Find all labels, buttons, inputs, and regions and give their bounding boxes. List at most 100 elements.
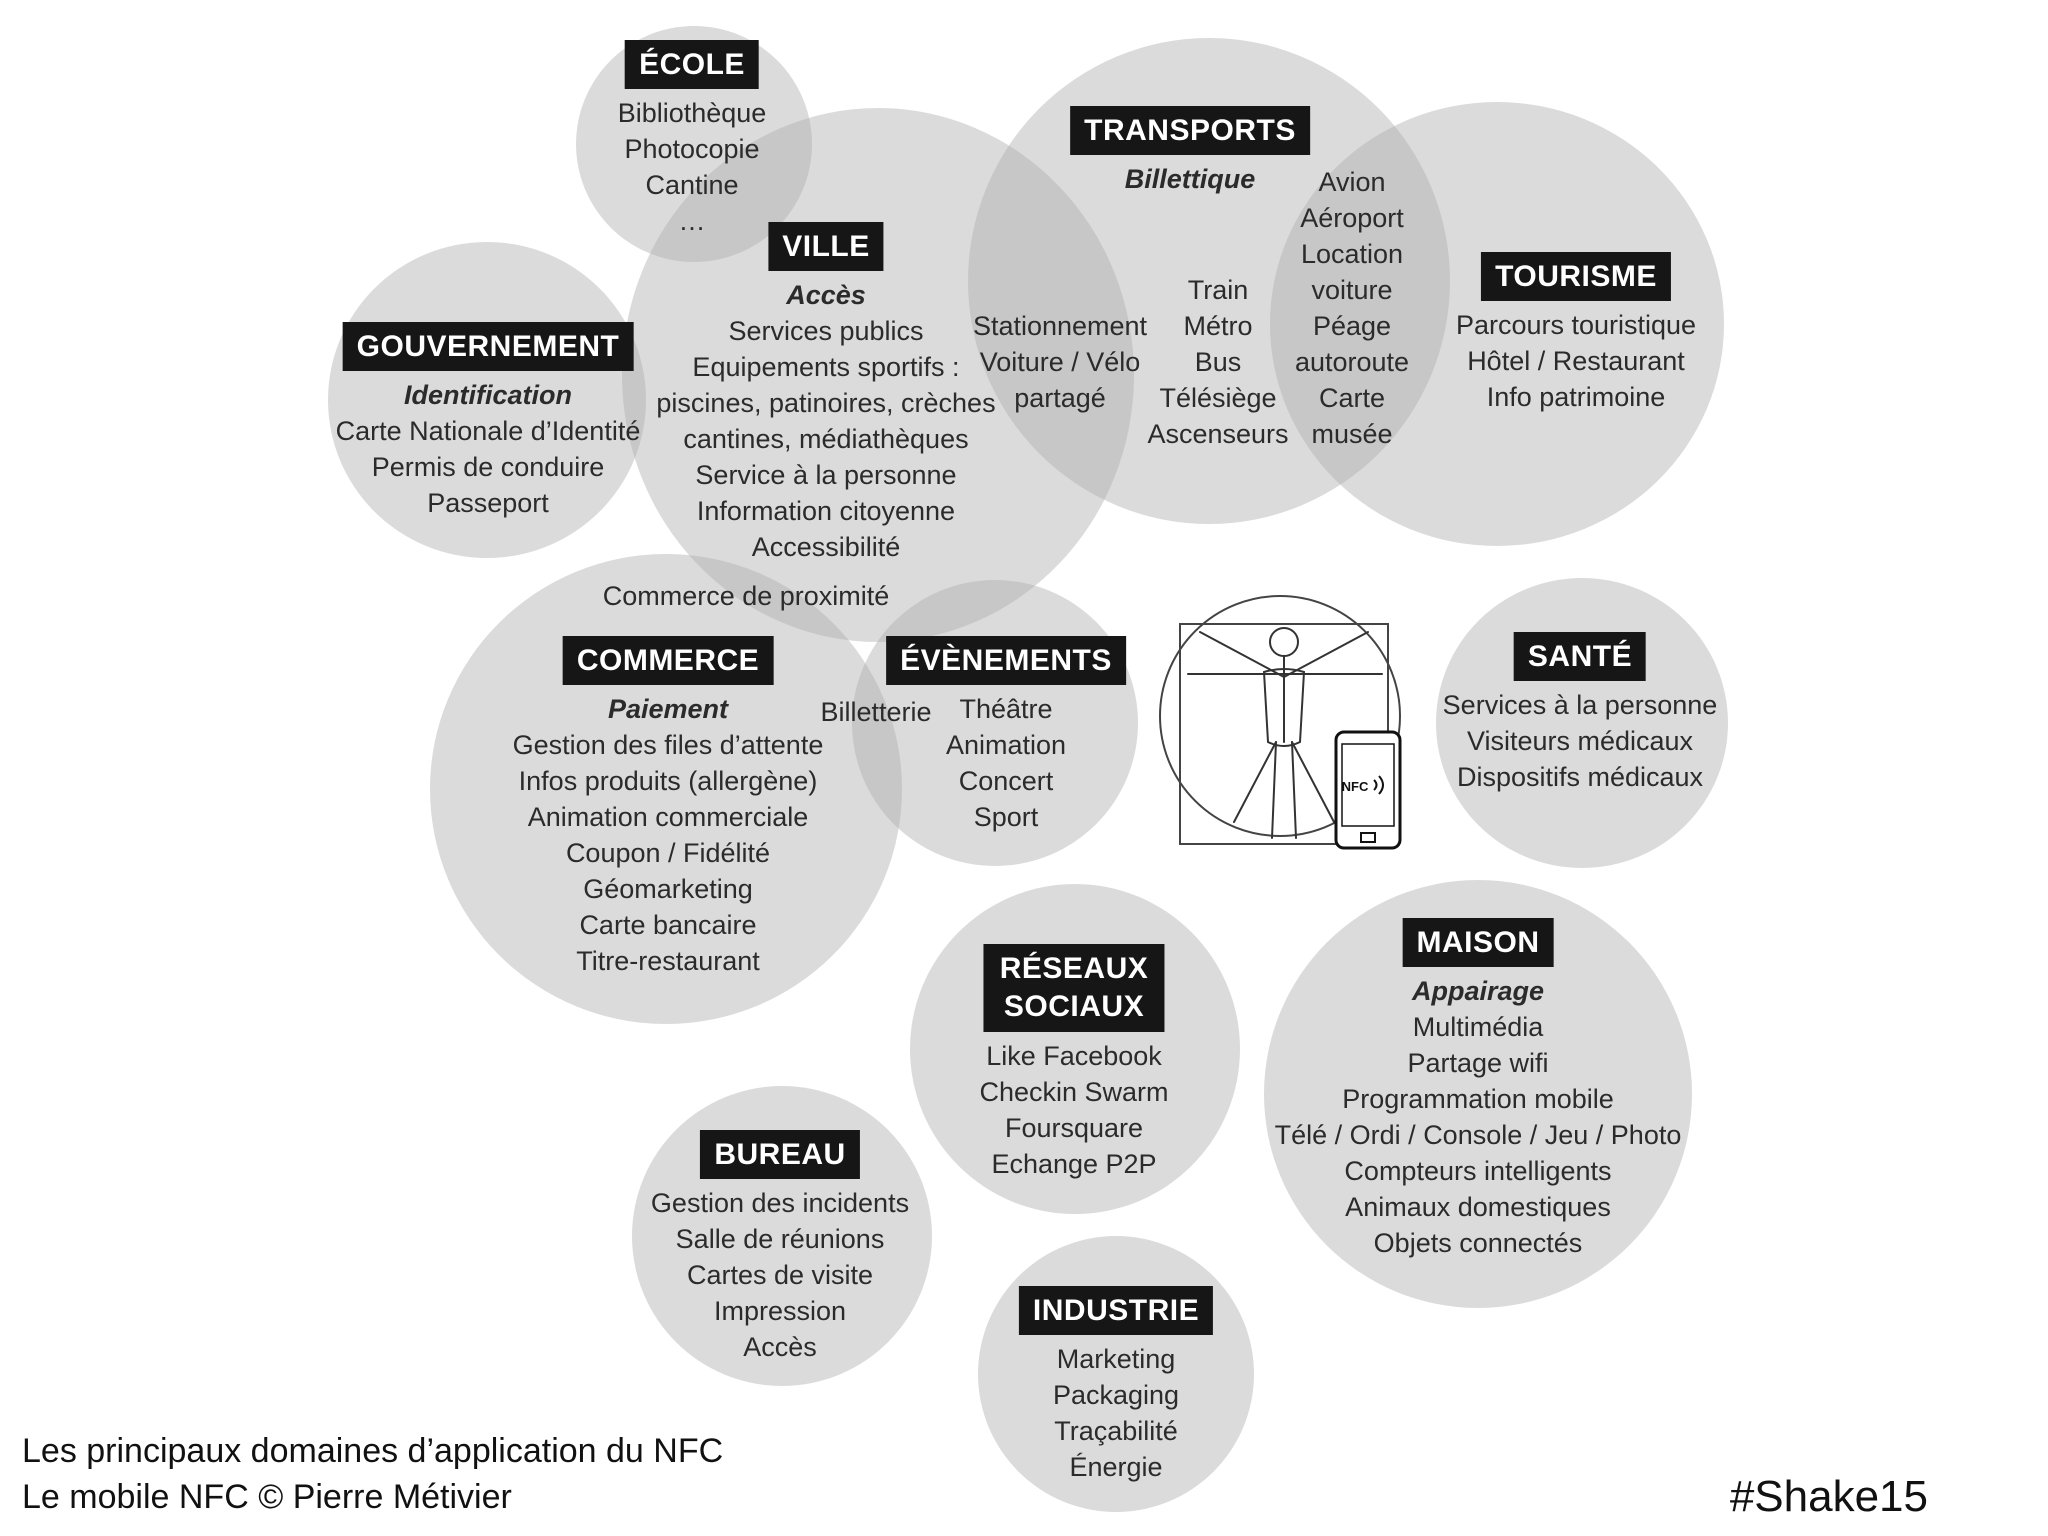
ville-tag: VILLE <box>768 222 884 271</box>
gouvernement-tag: GOUVERNEMENT <box>342 322 634 371</box>
transports-line: Péage <box>1312 311 1392 341</box>
transports-line: Télésiège <box>1159 383 1277 413</box>
bureau-line: Accès <box>743 1332 817 1362</box>
ecole-label: ÉCOLE Bibliothèque Photocopie Cantine … <box>617 40 767 239</box>
reseaux-tag-line: RÉSEAUX <box>999 952 1149 985</box>
circle-commerce <box>430 554 902 1024</box>
commerce-line: Coupon / Fidélité <box>565 838 771 868</box>
evenements-billetterie: Billetterie <box>820 697 932 727</box>
transports-line: Aéroport <box>1300 203 1404 233</box>
commerce-top-line: Commerce de proximité <box>603 578 890 614</box>
ecole-line: Photocopie <box>624 134 760 164</box>
commerce-line: Animation commerciale <box>527 802 809 832</box>
transports-line: Voiture / Vélo <box>979 347 1141 377</box>
maison-line: Animaux domestiques <box>1345 1192 1611 1222</box>
caption: Les principaux domaines d’application du… <box>22 1428 723 1520</box>
tourisme-label: TOURISME Parcours touristique Hôtel / Re… <box>1456 252 1696 415</box>
maison-line: Partage wifi <box>1407 1048 1549 1078</box>
reseaux-line: Checkin Swarm <box>979 1077 1169 1107</box>
commerce-line: Carte bancaire <box>579 910 757 940</box>
tourisme-line: Hôtel / Restaurant <box>1467 346 1685 376</box>
maison-line: Multimédia <box>1412 1012 1544 1042</box>
industrie-tag: INDUSTRIE <box>1018 1286 1214 1335</box>
tourisme-line: Info patrimoine <box>1486 382 1666 412</box>
commerce-tag: COMMERCE <box>562 636 774 685</box>
transports-line: Train <box>1187 275 1249 305</box>
ville-line: piscines, patinoires, crèches <box>656 388 996 418</box>
circle-ville <box>622 108 1134 642</box>
maison-line: Compteurs intelligents <box>1344 1156 1612 1186</box>
evenements-line: Concert <box>958 766 1054 796</box>
commerce-line: Titre-restaurant <box>576 946 760 976</box>
circle-tourisme <box>1270 102 1724 546</box>
caption-line-1: Les principaux domaines d’application du… <box>22 1432 724 1470</box>
transports-line: Avion <box>1318 167 1386 197</box>
ecole-line: Cantine <box>645 170 739 200</box>
commerce-label: COMMERCE Paiement Gestion des files d’at… <box>512 636 824 979</box>
industrie-line: Marketing <box>1056 1344 1176 1374</box>
maison-subtitle: Appairage <box>1411 976 1545 1006</box>
reseaux-label: RÉSEAUX SOCIAUX Like Facebook Checkin Sw… <box>979 944 1169 1182</box>
commerce-line: Gestion des files d’attente <box>512 730 824 760</box>
commerce-line: Géomarketing <box>583 874 753 904</box>
transports-line: Carte <box>1318 383 1386 413</box>
reseaux-tag: RÉSEAUX SOCIAUX <box>983 944 1165 1032</box>
transports-line: Bus <box>1194 347 1242 377</box>
maison-tag: MAISON <box>1402 918 1554 967</box>
ville-line: Accessibilité <box>751 532 901 562</box>
commerce-subtitle: Paiement <box>607 694 729 724</box>
ecole-line: Bibliothèque <box>617 98 767 128</box>
evenements-line: Animation <box>945 730 1067 760</box>
ville-line: Service à la personne <box>695 460 957 490</box>
tourisme-line: Parcours touristique <box>1455 310 1697 340</box>
evenements-left: Billetterie <box>820 694 931 730</box>
transports-subtitle: Billettique <box>1124 164 1256 194</box>
ville-subtitle: Accès <box>786 280 866 310</box>
nfc-phone-icon: NFC <box>1334 730 1402 850</box>
ecole-line: … <box>678 206 706 236</box>
gouvernement-line: Carte Nationale d’Identité <box>335 416 641 446</box>
transports-line: Ascenseurs <box>1147 419 1289 449</box>
transports-line: Stationnement <box>972 311 1148 341</box>
transports-line: Location <box>1300 239 1404 269</box>
bureau-label: BUREAU Gestion des incidents Salle de ré… <box>651 1130 909 1365</box>
maison-line: Télé / Ordi / Console / Jeu / Photo <box>1274 1120 1682 1150</box>
industrie-line: Traçabilité <box>1054 1416 1178 1446</box>
circle-reseaux <box>910 884 1240 1214</box>
bureau-line: Gestion des incidents <box>650 1188 910 1218</box>
bureau-line: Impression <box>713 1296 847 1326</box>
reseaux-line: Echange P2P <box>991 1149 1157 1179</box>
transports-line: voiture <box>1311 275 1393 305</box>
bureau-line: Cartes de visite <box>686 1260 874 1290</box>
industrie-line: Énergie <box>1069 1452 1163 1482</box>
sante-label: SANTÉ Services à la personne Visiteurs m… <box>1442 632 1718 795</box>
evenements-line: Théâtre <box>959 694 1053 724</box>
transports-right-list: Avion Aéroport Location voiture Péage au… <box>1295 164 1409 452</box>
sante-line: Dispositifs médicaux <box>1456 762 1704 792</box>
ecole-tag: ÉCOLE <box>625 40 759 89</box>
gouvernement-line: Passeport <box>427 488 549 518</box>
vitruvian-man-nfc-illustration: NFC <box>1159 595 1402 850</box>
transports-line: Métro <box>1183 311 1253 341</box>
nfc-phone-label: NFC <box>1342 779 1369 794</box>
hashtag: #Shake15 <box>1729 1472 1928 1521</box>
transports-line: autoroute <box>1294 347 1410 377</box>
bureau-tag: BUREAU <box>700 1130 860 1179</box>
reseaux-line: Like Facebook <box>986 1041 1162 1071</box>
ville-line: Information citoyenne <box>696 496 956 526</box>
transports-center-list: Train Métro Bus Télésiège Ascenseurs <box>1147 272 1288 452</box>
sante-line: Services à la personne <box>1442 690 1718 720</box>
transports-line: partagé <box>1014 383 1106 413</box>
sante-line: Visiteurs médicaux <box>1466 726 1694 756</box>
sante-tag: SANTÉ <box>1513 632 1647 681</box>
evenements-tag: ÉVÈNEMENTS <box>886 636 1126 685</box>
gouvernement-label: GOUVERNEMENT Identification Carte Nation… <box>335 322 641 521</box>
circle-evenements <box>852 580 1138 866</box>
gouvernement-line: Permis de conduire <box>371 452 605 482</box>
caption-line-2: Le mobile NFC © Pierre Métivier <box>22 1478 512 1516</box>
maison-line: Objets connectés <box>1373 1228 1583 1258</box>
bureau-line: Salle de réunions <box>675 1224 885 1254</box>
gouvernement-subtitle: Identification <box>404 380 572 410</box>
circle-gouvernement <box>328 242 646 558</box>
commerce-line: Infos produits (allergène) <box>518 766 818 796</box>
